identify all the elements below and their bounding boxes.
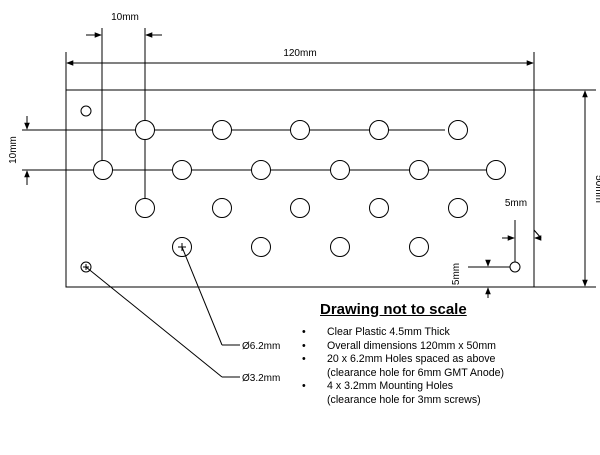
note-text: 20 x 6.2mm Holes spaced as above: [327, 353, 496, 365]
anode-hole: [409, 160, 429, 180]
anode-hole: [172, 160, 192, 180]
mounting-hole: [80, 105, 92, 117]
note-text: 4 x 3.2mm Mounting Holes: [327, 380, 454, 392]
mounting-diameter-label: Ø3.2mm: [242, 373, 280, 384]
note-item: • 4 x 3.2mm Mounting Holes (clearance ho…: [300, 380, 596, 407]
note-item: • Clear Plastic 4.5mm Thick: [300, 326, 596, 340]
anode-diameter-callout: Ø6.2mm: [181, 246, 280, 352]
anode-hole: [290, 120, 310, 140]
note-subtext: (clearance hole for 3mm screws): [327, 393, 481, 406]
anode-hole: [212, 120, 232, 140]
row-spacing-label: 10mm: [8, 136, 19, 164]
note-item: • 20 x 6.2mm Holes spaced as above (clea…: [300, 353, 596, 380]
edge-offset-y-dimension: 5mm: [451, 259, 510, 298]
mounting-hole: [509, 261, 521, 273]
mounting-holes: [80, 105, 521, 273]
bullet: •: [302, 353, 306, 365]
notes-panel: Drawing not to scale • Clear Plastic 4.5…: [300, 301, 596, 407]
bullet: •: [302, 339, 306, 352]
hole-spacing-label: 10mm: [111, 12, 139, 23]
note-text: Clear Plastic 4.5mm Thick: [327, 326, 450, 338]
anode-hole: [409, 237, 429, 257]
anode-holes: [93, 120, 506, 257]
overall-height-dimension: 50mm: [534, 89, 600, 288]
note-item: • Overall dimensions 120mm x 50mm: [300, 340, 596, 354]
mounting-diameter-callout: Ø3.2mm: [85, 266, 280, 384]
note-text: Overall dimensions 120mm x 50mm: [327, 339, 496, 352]
bullet: •: [302, 380, 306, 392]
anode-hole: [330, 237, 350, 257]
anode-hole: [135, 198, 155, 218]
anode-diameter-label: Ø6.2mm: [242, 341, 280, 352]
anode-hole: [251, 237, 271, 257]
overall-width-dimension: 120mm: [65, 48, 535, 90]
edge-offset-x-label: 5mm: [505, 198, 527, 209]
edge-offset-y-label: 5mm: [451, 263, 462, 285]
anode-hole: [212, 198, 232, 218]
bullet: •: [302, 326, 306, 338]
anode-hole: [135, 120, 155, 140]
anode-hole: [251, 160, 271, 180]
plate-outline: [65, 89, 535, 288]
overall-height-label: 50mm: [593, 175, 600, 203]
overall-width-label: 120mm: [283, 48, 316, 59]
anode-hole: [448, 198, 468, 218]
anode-hole: [448, 120, 468, 140]
anode-hole: [369, 120, 389, 140]
anode-hole: [330, 160, 350, 180]
notes-list: • Clear Plastic 4.5mm Thick • Overall di…: [300, 326, 596, 407]
anode-hole: [486, 160, 506, 180]
hole-spacing-dimension: 10mm: [86, 12, 162, 205]
anode-hole: [93, 160, 113, 180]
notes-title: Drawing not to scale: [320, 301, 467, 318]
edge-offset-x-dimension: 5mm: [502, 198, 542, 262]
anode-hole: [290, 198, 310, 218]
anode-hole: [369, 198, 389, 218]
note-subtext: (clearance hole for 6mm GMT Anode): [327, 366, 505, 379]
